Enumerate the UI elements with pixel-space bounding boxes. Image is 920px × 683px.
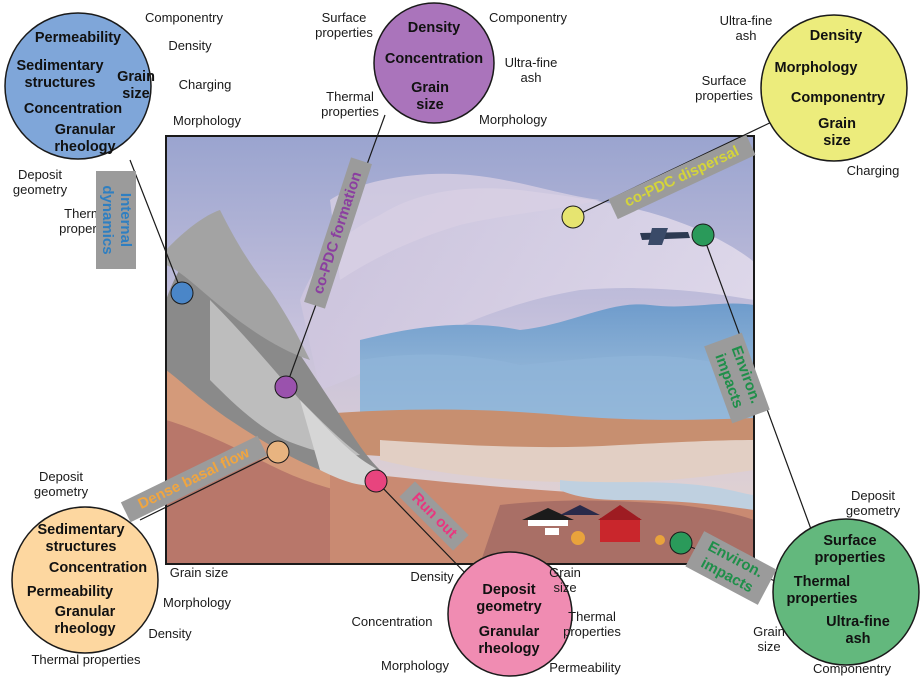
dense-thermal-properties: Thermal properties — [31, 652, 141, 667]
environ-ultra-fine-ash: Ultra-fine ash — [826, 614, 890, 647]
dispersal-ultra-fine-ash: Ultra-fine ash — [719, 13, 773, 43]
internal-charging: Charging — [178, 77, 232, 92]
dispersal-grain-size: Grain size — [818, 116, 856, 149]
formation-thermal-properties: Thermal properties — [321, 89, 379, 119]
landscape-scene — [166, 136, 754, 564]
co-pdc-formation-node — [274, 375, 298, 399]
dense-grain-size: Grain size — [169, 565, 229, 580]
internal-componentry: Componentry — [144, 10, 224, 25]
dense-deposit-geometry: Deposit geometry — [33, 469, 89, 499]
environ-deposit-geometry: Deposit geometry — [845, 488, 901, 518]
runout-deposit-geometry: Deposit geometry — [476, 582, 542, 615]
dense-basal-flow-circle — [11, 506, 159, 654]
runout-granular-rheology: Granular rheology — [478, 624, 540, 657]
runout-morphology: Morphology — [381, 658, 449, 673]
formation-density: Density — [407, 20, 461, 36]
internal-morphology: Morphology — [173, 113, 241, 128]
dense-sedimentary-structures: Sedimentary structures — [37, 522, 125, 555]
dense-granular-rheology: Granular rheology — [54, 604, 116, 637]
environ-surface-properties: Surface properties — [814, 533, 886, 566]
run-out-circle — [447, 551, 573, 677]
environ-impacts-node-lower — [669, 531, 693, 555]
dense-basal-flow-node — [266, 440, 290, 464]
runout-permeability: Permeability — [549, 660, 621, 675]
formation-morphology: Morphology — [479, 112, 547, 127]
environ-grain-size: Grain size — [753, 624, 785, 654]
internal-permeability: Permeability — [34, 30, 122, 46]
internal-granular-rheology: Granular rheology — [54, 122, 116, 155]
dispersal-morphology: Morphology — [774, 60, 858, 76]
internal-grain-size: Grain size — [117, 69, 155, 102]
co-pdc-dispersal-node — [561, 205, 585, 229]
label-internal-dynamics: Internal dynamics — [96, 171, 136, 269]
runout-concentration: Concentration — [351, 614, 433, 629]
formation-surface-properties: Surface properties — [315, 10, 373, 40]
formation-ultra-fine-ash: Ultra-fine ash — [504, 55, 558, 85]
internal-sedimentary-structures: Sedimentary structures — [16, 58, 104, 91]
internal-dynamics-circle — [4, 12, 152, 160]
formation-componentry: Componentry — [488, 10, 568, 25]
internal-density: Density — [168, 38, 212, 53]
dense-concentration: Concentration — [48, 560, 148, 576]
environ-impacts-node-upper — [691, 223, 715, 247]
internal-dynamics-node — [170, 281, 194, 305]
formation-concentration: Concentration — [384, 51, 484, 67]
dense-morphology: Morphology — [163, 595, 231, 610]
dispersal-componentry: Componentry — [790, 90, 886, 106]
formation-grain-size: Grain size — [411, 80, 449, 113]
co-pdc-formation-circle — [373, 2, 495, 124]
dispersal-surface-properties: Surface properties — [695, 73, 753, 103]
runout-density: Density — [410, 569, 454, 584]
environ-componentry: Componentry — [812, 661, 892, 676]
dispersal-density: Density — [809, 28, 863, 44]
runout-grain-size: Grain size — [549, 565, 581, 595]
internal-deposit-geometry: Deposit geometry — [12, 167, 68, 197]
internal-concentration: Concentration — [23, 101, 123, 117]
environ-impacts-circle — [772, 518, 920, 666]
runout-thermal-properties: Thermal properties — [563, 609, 621, 639]
dispersal-charging: Charging — [846, 163, 900, 178]
dense-permeability: Permeability — [26, 584, 114, 600]
co-pdc-dispersal-circle — [760, 14, 908, 162]
run-out-node — [364, 469, 388, 493]
environ-thermal-properties: Thermal properties — [786, 574, 858, 607]
dense-density: Density — [148, 626, 192, 641]
